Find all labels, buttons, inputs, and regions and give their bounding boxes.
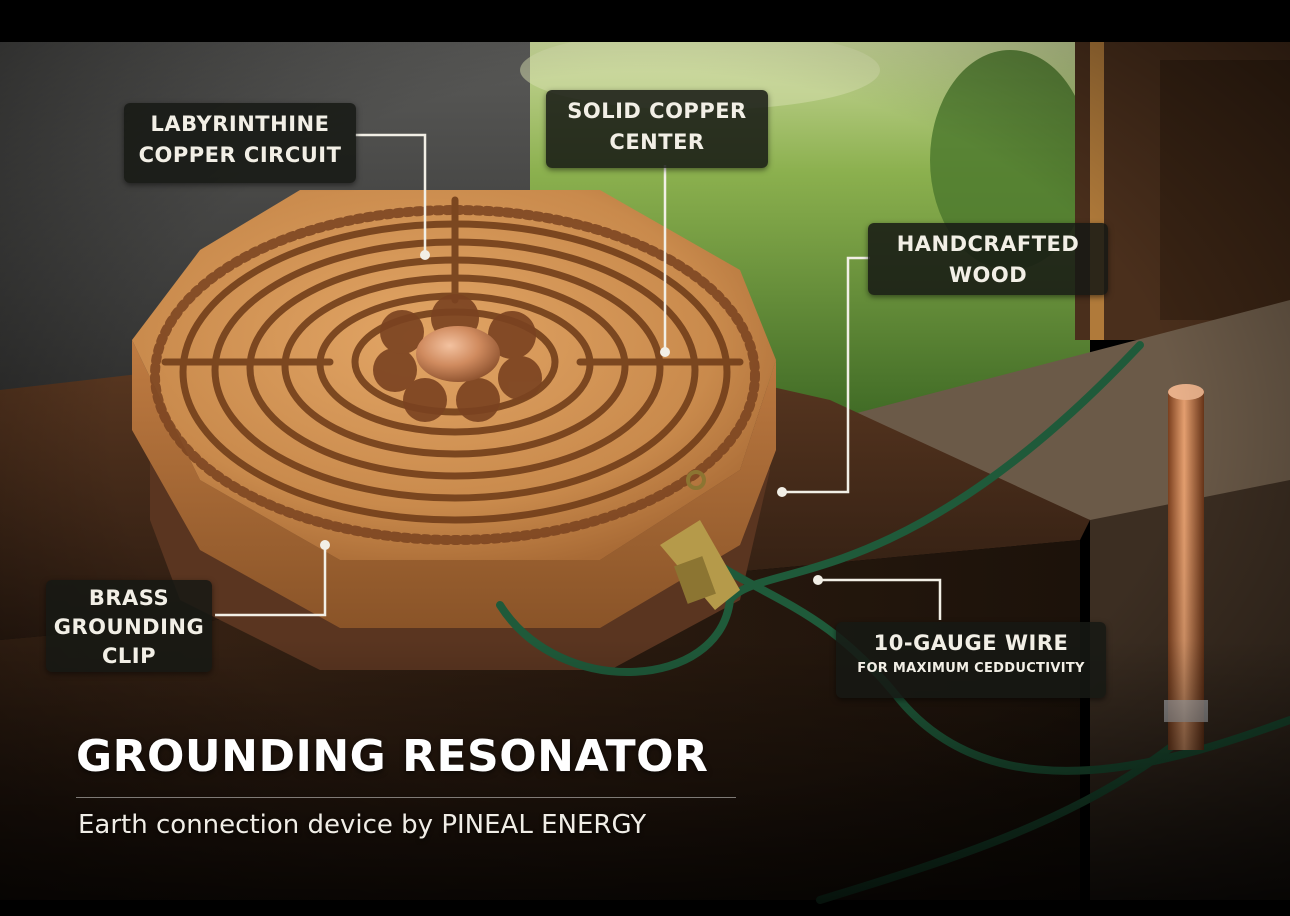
callout-clip-line2: GROUNDING <box>53 615 205 639</box>
callout-labyrinth-line1: LABYRINTHINE <box>150 112 330 136</box>
page-title: GROUNDING RESONATOR <box>76 731 709 782</box>
title-divider <box>76 797 736 798</box>
callout-labyrinth-line2: COPPER CIRCUIT <box>138 143 342 167</box>
callout-wire-line2: FOR MAXIMUM CEDDUCTIVITY <box>857 661 1085 676</box>
callout-clip-line3: CLIP <box>102 644 156 668</box>
callout-wire-line1: 10-GAUGE WIRE <box>873 631 1069 655</box>
callout-wood-line2: WOOD <box>948 263 1028 287</box>
callout-10-gauge-wire: 10-GAUGE WIRE FOR MAXIMUM CEDDUCTIVITY <box>836 622 1106 698</box>
callout-copper-center-line2: CENTER <box>609 130 705 154</box>
callout-clip-line1: BRASS <box>88 586 170 610</box>
callout-copper-center-line1: SOLID COPPER <box>567 99 747 123</box>
callout-copper-center: SOLID COPPER CENTER <box>546 90 768 168</box>
callout-wood-line1: HANDCRAFTED <box>896 232 1080 256</box>
callout-labyrinth: LABYRINTHINE COPPER CIRCUIT <box>124 103 356 183</box>
callout-brass-clip: BRASS GROUNDING CLIP <box>46 580 212 672</box>
page-subtitle: Earth connection device by PINEAL ENERGY <box>78 810 647 840</box>
callout-handcrafted-wood: HANDCRAFTED WOOD <box>868 223 1108 295</box>
